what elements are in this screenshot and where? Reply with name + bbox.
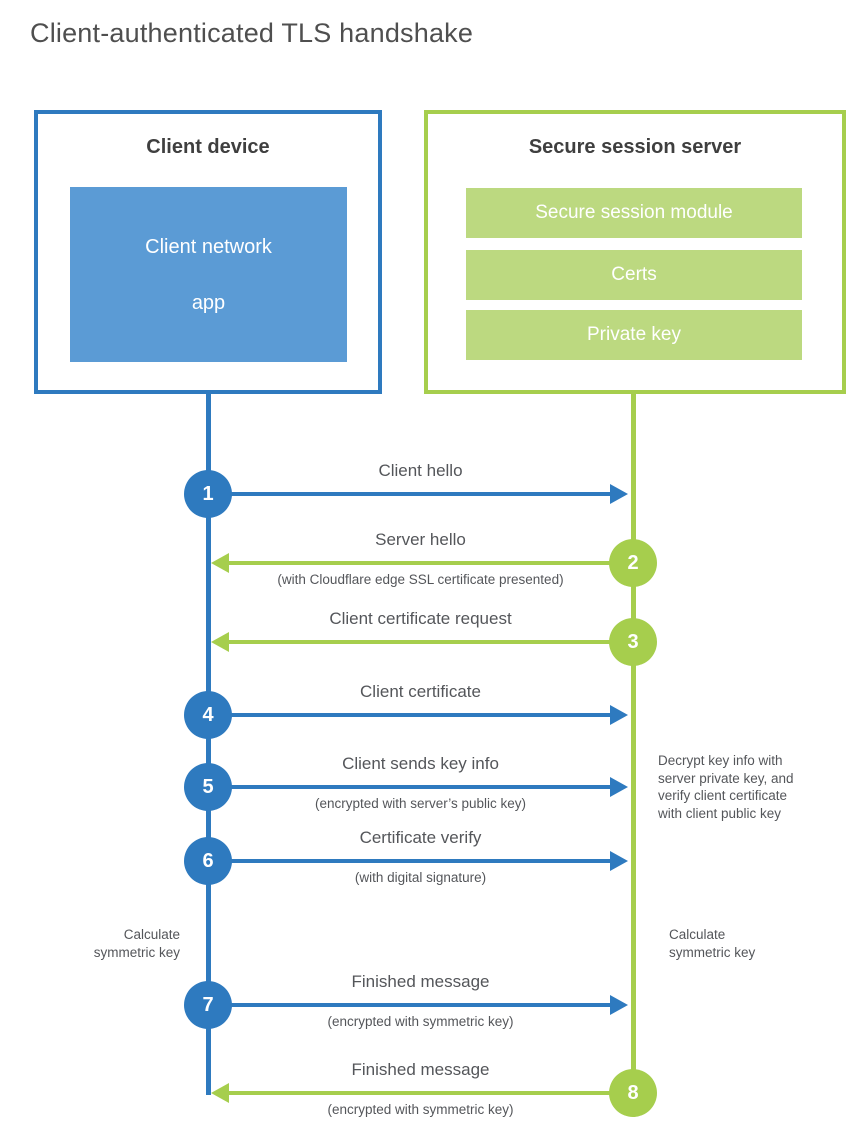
arrowhead-right-icon: [610, 995, 628, 1015]
arrowhead-right-icon: [610, 851, 628, 871]
message-arrow-line: [229, 1091, 633, 1095]
step-circle-6: 6: [184, 837, 232, 885]
message-subtitle: (with Cloudflare edge SSL certificate pr…: [277, 572, 564, 587]
server-lifeline: [631, 392, 636, 1095]
message-arrow-line: [208, 713, 610, 717]
arrowhead-left-icon: [211, 1083, 229, 1103]
message-arrow-line: [208, 1003, 610, 1007]
step-circle-1: 1: [184, 470, 232, 518]
message-label: Client sends key info: [342, 754, 499, 773]
message-arrow-line: [208, 785, 610, 789]
decrypt-key-note: Decrypt key info with server private key…: [658, 753, 794, 821]
private-key-box: Private key: [466, 310, 802, 360]
calculate-symmetric-key-note-server: Calculate symmetric key: [669, 927, 756, 960]
message-subtitle: (with digital signature): [354, 870, 487, 885]
message-label: Server hello: [375, 530, 466, 549]
step-circle-3: 3: [609, 618, 657, 666]
page-title: Client-authenticated TLS handshake: [30, 18, 474, 48]
step-circle-4: 4: [184, 691, 232, 739]
message-label: Client certificate request: [329, 609, 512, 628]
client-device-title: Client device: [146, 136, 270, 158]
client-lifeline: [206, 392, 211, 1095]
step-circle-7: 7: [184, 981, 232, 1029]
message-subtitle: (encrypted with symmetric key): [327, 1014, 514, 1029]
message-arrow-line: [229, 640, 633, 644]
secure-session-server-title: Secure session server: [528, 136, 742, 158]
certs-box: Certs: [466, 250, 802, 300]
arrowhead-right-icon: [610, 705, 628, 725]
message-subtitle: (encrypted with server’s public key): [314, 796, 527, 811]
message-label: Finished message: [351, 972, 490, 991]
arrowhead-right-icon: [610, 484, 628, 504]
message-arrow-line: [208, 492, 610, 496]
arrowhead-left-icon: [211, 553, 229, 573]
secure-session-module-box: Secure session module: [466, 188, 802, 238]
message-arrow-line: [208, 859, 610, 863]
message-label: Client certificate: [360, 682, 481, 701]
step-circle-5: 5: [184, 763, 232, 811]
message-label: Certificate verify: [359, 828, 482, 847]
message-arrow-line: [229, 561, 633, 565]
message-subtitle: (encrypted with symmetric key): [327, 1102, 514, 1117]
arrowhead-left-icon: [211, 632, 229, 652]
arrowhead-right-icon: [610, 777, 628, 797]
message-label: Client hello: [378, 461, 463, 480]
step-circle-8: 8: [609, 1069, 657, 1117]
calculate-symmetric-key-note-client: Calculate symmetric key: [93, 927, 180, 960]
step-circle-2: 2: [609, 539, 657, 587]
message-label: Finished message: [351, 1060, 490, 1079]
